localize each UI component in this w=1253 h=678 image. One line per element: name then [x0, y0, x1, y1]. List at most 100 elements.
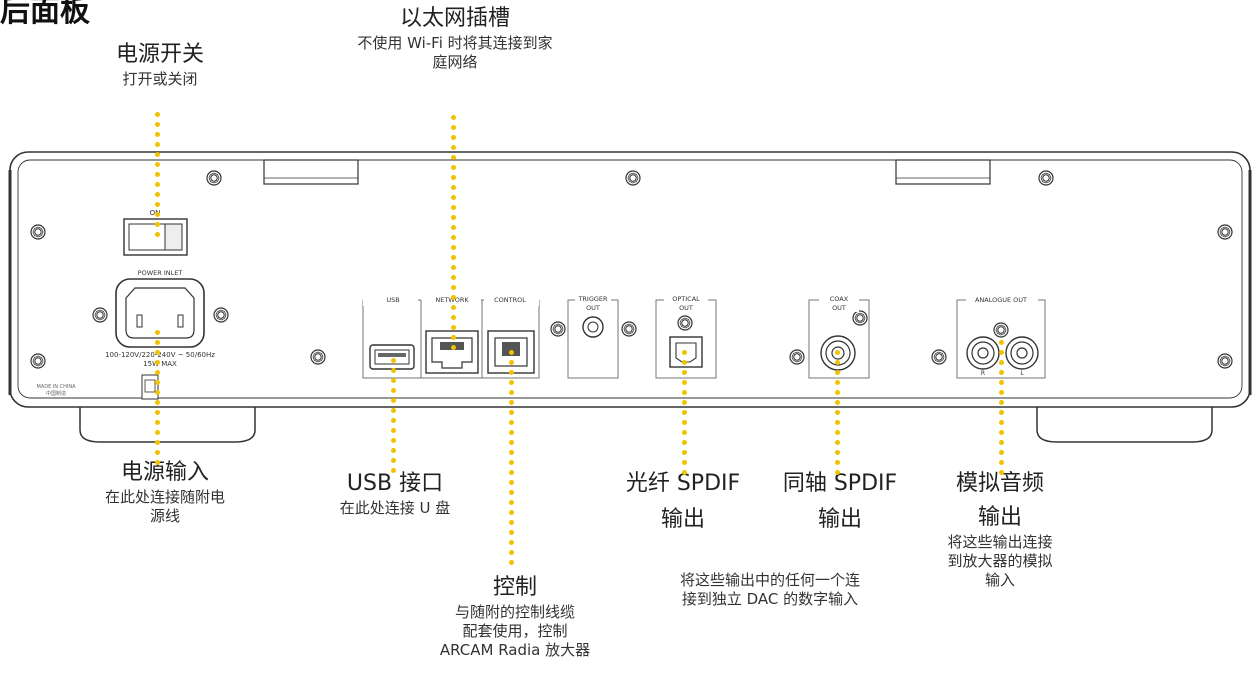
leader-dot: [451, 125, 456, 130]
leader-dot: [451, 225, 456, 230]
leader-dot: [682, 420, 687, 425]
trigger-text-2: OUT: [586, 304, 600, 312]
leader-dot: [155, 360, 160, 365]
leader-dot: [451, 205, 456, 210]
leader-dot: [682, 350, 687, 355]
usb-title: USB 接口: [346, 471, 444, 496]
ethernet-title: 以太网插槽: [399, 6, 510, 31]
leader-dot: [999, 340, 1004, 345]
leader-dot: [509, 520, 514, 525]
analogue-leader: [999, 340, 1004, 475]
leader-dot: [999, 440, 1004, 445]
made-in-text: MADE IN CHINA: [36, 384, 76, 390]
ethernet-desc-2: 庭网络: [432, 53, 478, 71]
coax-title-2: 输出: [817, 507, 862, 532]
leader-dot: [999, 420, 1004, 425]
leader-dot: [509, 460, 514, 465]
leader-dot: [999, 430, 1004, 435]
leader-dot: [451, 175, 456, 180]
leader-dot: [155, 222, 160, 227]
control-label: 控制 与随附的控制线缆 配套使用，控制 ARCAM Radia 放大器: [410, 573, 620, 660]
leader-dot: [509, 470, 514, 475]
leader-dot: [835, 350, 840, 355]
leader-dot: [155, 212, 160, 217]
trigger-text-1: TRIGGER: [577, 295, 608, 303]
screw-icon: [1217, 224, 1233, 240]
leader-dot: [999, 400, 1004, 405]
ethernet-leader: [451, 115, 456, 352]
ethernet-desc-1: 不使用 Wi-Fi 时将其连接到家: [357, 34, 553, 52]
digital-note: 将这些输出中的任何一个连 接到独立 DAC 的数字输入: [640, 571, 900, 609]
leader-dot: [835, 420, 840, 425]
leader-dot: [682, 430, 687, 435]
control-text: CONTROL: [494, 296, 526, 304]
leader-dot: [451, 135, 456, 140]
leader-dot: [155, 192, 160, 197]
leader-dot: [391, 388, 396, 393]
leader-dot: [509, 420, 514, 425]
leader-dot: [451, 305, 456, 310]
top-tab-left: [263, 159, 359, 185]
leader-dot: [682, 400, 687, 405]
leader-dot: [509, 530, 514, 535]
leader-dot: [509, 370, 514, 375]
leader-dot: [835, 410, 840, 415]
power-input-leader: [155, 330, 160, 465]
leader-dot: [155, 460, 160, 465]
control-title: 控制: [492, 575, 537, 600]
right-foot: [1036, 406, 1213, 443]
optical-label: 光纤 SPDIF 输出: [598, 469, 768, 535]
leader-dot: [999, 380, 1004, 385]
fuse-holder: [141, 374, 159, 400]
control-desc-2: 配套使用，控制: [462, 622, 568, 640]
leader-dot: [999, 410, 1004, 415]
screw-icon: [30, 224, 46, 240]
leader-dot: [391, 428, 396, 433]
optical-text-1: OPTICAL: [672, 295, 700, 303]
power-input-label: 电源输入 在此处连接随附电 源线: [65, 458, 265, 526]
analogue-title-1: 模拟音频: [955, 471, 1044, 496]
power-switch-label: 电源开关 打开或关闭: [85, 40, 235, 89]
leader-dot: [155, 420, 160, 425]
power-inlet-text: POWER INLET: [138, 269, 183, 277]
leader-dot: [682, 390, 687, 395]
leader-dot: [682, 450, 687, 455]
screw-icon: [206, 170, 222, 186]
analogue-desc-3: 输入: [984, 571, 1015, 589]
leader-dot: [155, 330, 160, 335]
coax-text-2: OUT: [832, 304, 846, 312]
power-input-desc-1: 在此处连接随附电: [104, 488, 225, 506]
leader-dot: [155, 340, 160, 345]
leader-dot: [682, 440, 687, 445]
leader-dot: [451, 215, 456, 220]
leader-dot: [451, 195, 456, 200]
screw-icon: [677, 315, 693, 331]
leader-dot: [999, 350, 1004, 355]
leader-dot: [155, 132, 160, 137]
leader-dot: [391, 368, 396, 373]
leader-dot: [999, 370, 1004, 375]
leader-dot: [835, 440, 840, 445]
leader-dot: [451, 315, 456, 320]
analogue-desc-2: 到放大器的模拟: [947, 552, 1053, 570]
power-input-desc-2: 源线: [149, 507, 180, 525]
leader-dot: [509, 480, 514, 485]
leader-dot: [835, 460, 840, 465]
leader-dot: [451, 145, 456, 150]
leader-dot: [509, 390, 514, 395]
leader-dot: [509, 540, 514, 545]
leader-dot: [155, 450, 160, 455]
leader-dot: [835, 390, 840, 395]
leader-dot: [999, 460, 1004, 465]
usb-desc: 在此处连接 U 盘: [339, 499, 451, 517]
leader-dot: [451, 345, 456, 350]
leader-dot: [835, 430, 840, 435]
analogue-text: ANALOGUE OUT: [975, 296, 1027, 304]
leader-dot: [155, 142, 160, 147]
leader-dot: [391, 378, 396, 383]
ethernet-label: 以太网插槽 不使用 Wi-Fi 时将其连接到家 庭网络: [300, 4, 610, 72]
voltage-text: 100-120V/220-240V ~ 50/60Hz: [105, 351, 215, 359]
digital-note-line-2: 接到独立 DAC 的数字输入: [681, 590, 859, 608]
leader-dot: [155, 122, 160, 127]
leader-dot: [391, 418, 396, 423]
